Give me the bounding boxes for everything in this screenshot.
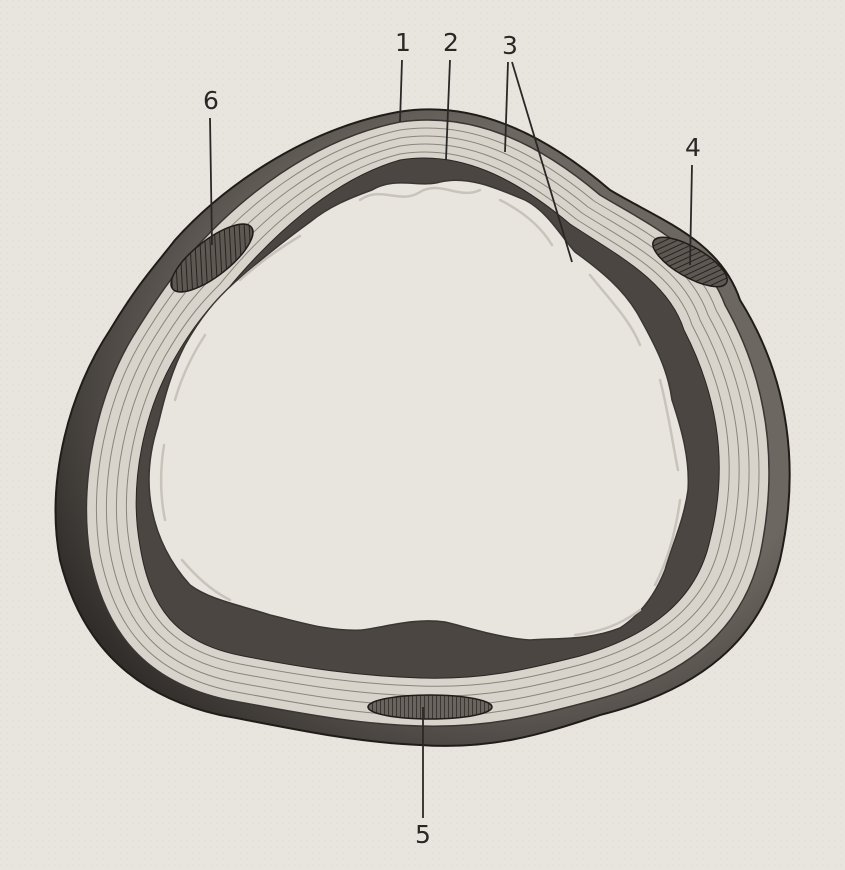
tenia-bottom [368, 695, 492, 719]
callout-label-3: 3 [502, 33, 518, 58]
callout-label-5: 5 [415, 822, 431, 847]
callout-label-4: 4 [685, 135, 701, 160]
callout-label-2: 2 [443, 30, 459, 55]
callout-label-1: 1 [395, 30, 411, 55]
callout-label-6: 6 [203, 88, 219, 113]
